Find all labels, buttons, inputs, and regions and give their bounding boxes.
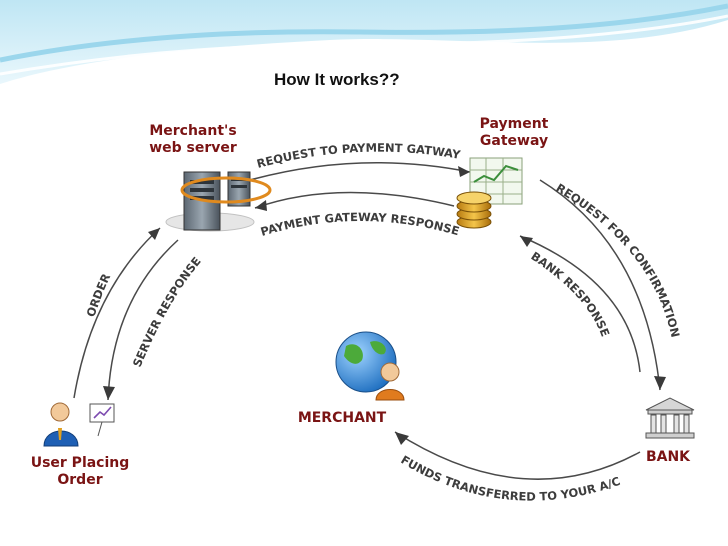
arrowhead-server-response <box>103 386 115 400</box>
user-computer-icon <box>43 402 115 447</box>
bank-icon <box>645 397 695 439</box>
node-label-merchant: MERCHANT <box>297 410 387 426</box>
flow-label-order: ORDER <box>84 271 114 319</box>
node-label-payment-gateway: Payment Gateway <box>479 116 549 149</box>
flow-label-request-confirmation: REQUEST FOR CONFIRMATION <box>554 181 683 339</box>
arrowhead-funds <box>395 432 409 445</box>
arrow-funds <box>394 431 641 480</box>
node-label-merchant-server: Merchant's web server <box>149 123 237 156</box>
flow-label-server-response: SERVER RESPONSE <box>130 254 204 369</box>
arrow-heads <box>103 166 666 445</box>
gateway-coins-icon <box>456 157 523 229</box>
flow-labels: REQUEST TO PAYMENT GATWAY PAYMENT GATEWA… <box>84 141 683 504</box>
globe-person-icon <box>335 331 405 401</box>
arrowhead-gateway-response <box>255 200 267 211</box>
node-label-bank: BANK <box>645 449 691 465</box>
arrow-order <box>73 227 161 399</box>
arrow-server-response <box>107 239 179 401</box>
arrowhead-bank-response <box>520 236 533 247</box>
flow-label-funds: FUNDS TRANSFERRED TO YOUR A/C <box>398 453 621 504</box>
page-title: How It works?? <box>274 70 400 89</box>
arrow-gateway-response <box>254 191 455 209</box>
node-label-user: User Placing Order <box>30 455 130 488</box>
header-banner <box>0 0 728 84</box>
arrow-request-confirmation <box>539 179 661 391</box>
arrowhead-request-confirmation <box>654 376 666 390</box>
flow-arrows <box>73 161 661 480</box>
arrow-bank-response <box>519 235 641 373</box>
arrowhead-request-gateway <box>458 166 470 177</box>
arrow-request-to-gateway <box>249 161 471 181</box>
server-icon <box>165 171 272 232</box>
flow-label-gateway-response: PAYMENT GATEWAY RESPONSE <box>259 210 461 239</box>
arrowhead-order <box>148 228 160 240</box>
